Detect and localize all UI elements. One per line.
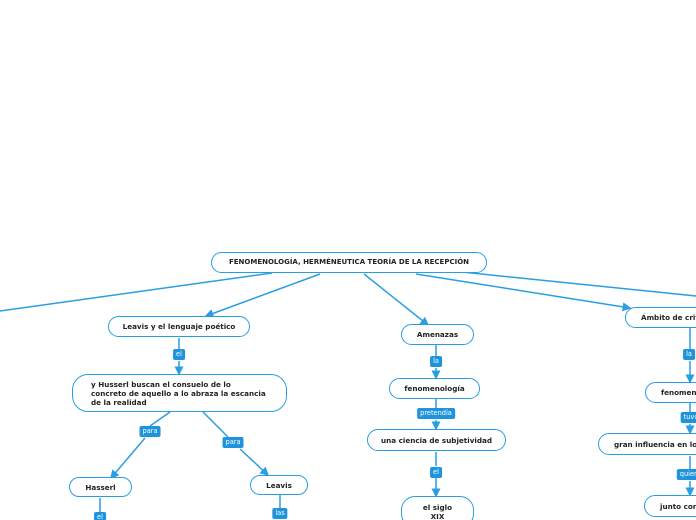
node-fenomen-right[interactable]: fenomen	[645, 382, 696, 403]
node-amenazas-text: Amenazas	[416, 330, 459, 339]
node-husserl-text: Hasserl	[85, 482, 116, 492]
link-label-el-mid[interactable]: el	[430, 467, 442, 478]
node-amenazas[interactable]: Amenazas	[401, 324, 474, 345]
node-junto[interactable]: junto con	[644, 495, 696, 517]
node-ciencia-subjetividad[interactable]: una ciencia de subjetividad	[367, 429, 506, 451]
link-root-ambito	[415, 273, 632, 312]
node-husserl-consuelo-text: y Husserl buscan el consuelo de lo concr…	[91, 379, 266, 407]
node-siglo-line1: el siglo	[422, 503, 453, 512]
link-label-las-leavis[interactable]: las	[272, 508, 288, 519]
node-husserl[interactable]: Hasserl	[69, 477, 132, 497]
link-root-offscreen-right	[461, 271, 696, 297]
link-label-el-husserl[interactable]: el	[94, 512, 106, 520]
node-gran-influencia-text: gran influencia en los	[614, 439, 696, 449]
node-ambito-text: Ámbito de crit	[641, 313, 696, 322]
link-root-offscreen-left	[0, 272, 273, 312]
link-label-para-2[interactable]: para	[222, 437, 244, 448]
link-label-la-right[interactable]: la	[683, 349, 695, 360]
link-root-leavis-lenguaje	[204, 273, 321, 318]
node-junto-text: junto con	[660, 501, 696, 511]
node-fenomenologia[interactable]: fenomenología	[389, 378, 480, 399]
node-husserl-consuelo[interactable]: y Husserl buscan el consuelo de lo concr…	[72, 374, 287, 412]
link-label-tuvo[interactable]: tuvo	[680, 412, 696, 423]
node-siglo-line2: XIX	[430, 512, 445, 520]
node-leavis[interactable]: Leavis	[250, 475, 308, 495]
link-consuelo-para2	[202, 411, 229, 438]
link-label-quien[interactable]: quien	[676, 469, 696, 480]
node-fenomenologia-text: fenomenología	[404, 384, 465, 393]
node-leavis-lenguaje[interactable]: Leavis y el lenguaje poético	[108, 316, 250, 337]
root-node[interactable]: FENOMENOLOGÍA, HERMÉNEUTICA TEORÍA DE LA…	[211, 252, 487, 273]
node-leavis-lenguaje-text: Leavis y el lenguaje poético	[122, 322, 236, 331]
root-node-text: FENOMENOLOGÍA, HERMÉNEUTICA TEORÍA DE LA…	[228, 258, 470, 267]
link-label-para-1[interactable]: para	[139, 426, 161, 437]
link-consuelo-para1	[149, 411, 171, 427]
link-label-pretendia[interactable]: pretendía	[417, 408, 455, 419]
link-label-la-mid[interactable]: la	[430, 356, 442, 367]
link-para1-husserl	[110, 437, 146, 480]
link-label-el-left[interactable]: el	[173, 349, 185, 360]
node-fenomen-right-text: fenomen	[661, 388, 696, 397]
node-gran-influencia[interactable]: gran influencia en los	[598, 433, 696, 455]
node-ambito[interactable]: Ámbito de crit	[625, 307, 696, 328]
node-leavis-text: Leavis	[266, 480, 292, 490]
link-para2-leavis	[239, 448, 270, 477]
node-ciencia-subjetividad-text: una ciencia de subjetividad	[381, 435, 492, 445]
node-siglo-xix[interactable]: el siglo XIX	[401, 496, 474, 520]
link-root-amenazas	[363, 273, 430, 326]
